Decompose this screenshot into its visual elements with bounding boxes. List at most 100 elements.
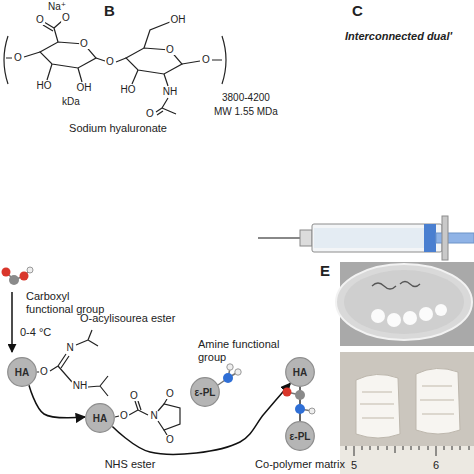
circle-outline [191,378,220,407]
oxygen-atom [283,388,292,397]
atom-symbol: O [129,391,139,401]
molecule-circle: ε-PL [285,421,315,451]
molecule-name: HA [93,413,107,424]
hyaluronate-structure [4,21,226,115]
carboxylate-bond [43,21,62,42]
atom-symbol: O [13,53,23,63]
molecule-circle: ε-PL [190,377,220,407]
nhs-ester-structure [115,399,180,435]
atom-symbol: O [165,45,175,55]
scaffold-sponge [356,374,400,438]
acylisourea-structure [37,330,108,396]
sample-disc [435,304,447,316]
molecule-name: HA [15,367,29,378]
isopropyl-bond [58,366,108,396]
glycosidic-bond [6,52,40,58]
amine-group [218,364,241,385]
atom-symbol: HO [36,81,53,91]
reaction-condition: 0-4 °C [20,326,51,339]
circle-outline [8,358,37,387]
circle-outline [86,404,115,433]
molecule-name: HA [293,367,307,378]
hydrogen-atom [235,369,241,375]
hydroxyl-bond [132,70,138,84]
repeat-bracket [4,36,8,84]
molecule-circle: HA [285,357,315,387]
bond [300,409,312,411]
panel-letter: C [352,2,363,20]
amide-bond-atoms [283,388,316,415]
atom-symbol: O [201,55,211,65]
nitrogen-atom [295,404,305,414]
atom-symbol: O [105,57,115,67]
bond-line [299,387,301,421]
bond [228,368,230,378]
bond [287,392,300,395]
ruler-ticks [346,446,469,456]
atom-symbol: NH [72,381,88,391]
syringe-drawing [258,216,474,260]
hydrogen-atom [227,364,233,370]
scaffold-sponge [416,368,460,434]
sample-disc [419,307,433,321]
atom-symbol: O [165,435,175,445]
nitrogen-atom [223,373,233,383]
repeat-bracket [222,36,226,84]
carbon-atom [9,275,19,285]
reaction-arrow [11,292,13,352]
circle-outline [286,358,315,387]
carboxyl-icon [2,267,34,285]
atom-symbol: O [145,109,155,119]
syringe-flange [442,216,448,260]
oxygen-atom [2,268,11,277]
photo-petri-dish [336,262,474,346]
hydroxyl-bond [47,64,82,82]
handwriting-mark [372,282,420,290]
sample-disc [403,311,417,325]
atom-symbol: O [119,411,129,421]
ruler [340,446,474,474]
oxygen-atom [20,272,29,281]
atom-symbol: O [61,13,71,23]
atom-symbol: N [65,343,74,353]
molecule-name: ε-PL [290,431,311,442]
intermediate-name: O-acylisourea ester [80,312,175,325]
panel-heading: Interconnected dual' [345,30,452,43]
unit-text: kDa [62,96,80,108]
isopropyl-bond [76,330,98,346]
hydrogen-atom [309,408,315,414]
molecular-weight: MW 1.55 MDa [214,106,278,118]
sample-disc [387,313,401,327]
atom-symbol: N [149,411,158,421]
molecule-circle: HA [7,357,37,387]
intermediate-name: NHS ester [105,458,156,471]
syringe-stopper [424,224,436,252]
product-name: Co-polymer matrix [255,458,345,471]
mass-range: 3800-4200 [222,92,270,104]
reaction-arrow [112,383,290,454]
bond [228,372,238,378]
sample-disc [371,309,385,323]
syringe-content [314,228,424,248]
petri-dish [336,264,472,340]
bond [218,378,228,385]
counter-ion: Na⁺ [48,1,66,13]
atom-symbol: NH [162,87,178,97]
syringe-barrel [312,224,442,252]
ruler-number: 5 [351,459,357,472]
atom-symbol: HO [120,85,137,95]
petri-dish [344,270,464,334]
syringe-hub [300,230,312,246]
group-name: Amine functional group [198,338,288,364]
molecule-circle: HA [85,403,115,433]
panel-letter: B [104,2,115,20]
hydrogen-atom [27,267,33,273]
photo-background [340,352,474,474]
atom-symbol: OH [170,15,187,25]
atom-symbol: OH [76,83,93,93]
atom-symbol: O [35,15,45,25]
